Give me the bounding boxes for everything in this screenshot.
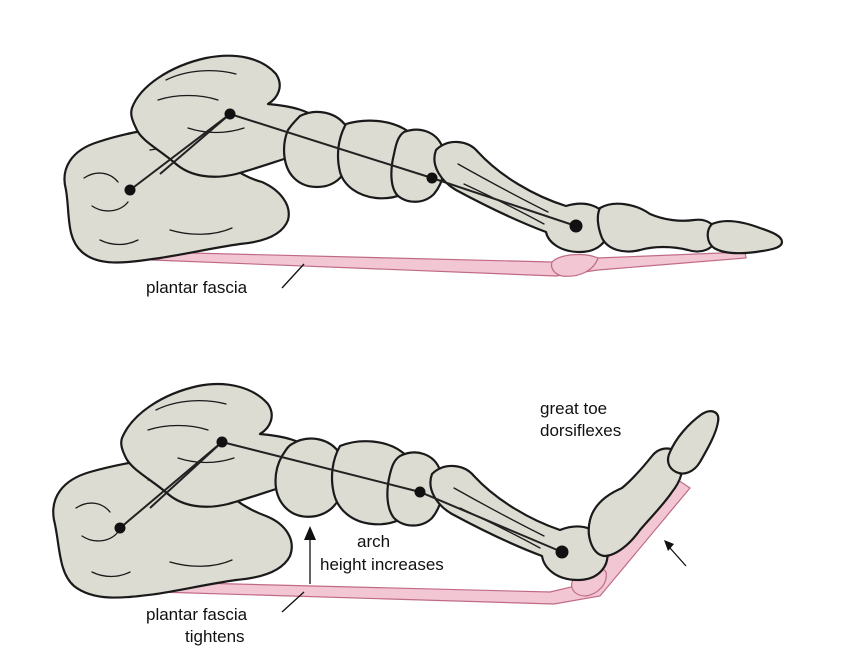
toe-tension-arrowhead	[664, 540, 674, 551]
talar-axis-line	[159, 113, 231, 175]
distal-phalanx-bone-2	[666, 410, 720, 475]
talar-axis-line-2	[149, 441, 223, 509]
fascia-tight-label-line2: tightens	[185, 627, 245, 646]
joint-marker-talus	[224, 108, 236, 120]
cuneiform-bone-2	[390, 128, 446, 203]
distal-phalanx-bone	[706, 219, 784, 255]
joint-marker-calcaneus-2	[114, 522, 126, 534]
cuneiform-bone-4	[386, 451, 444, 527]
joint-marker-calcaneus	[124, 184, 136, 196]
plantar-fascia-band	[149, 251, 747, 277]
metatarsal-detail	[457, 163, 549, 225]
fascia-tight-label-line1: plantar fascia	[146, 605, 248, 624]
foot-neutral-panel: plantar fascia	[63, 54, 784, 297]
fascia-leader-line	[281, 263, 305, 289]
fascia-leader-line-2	[281, 591, 305, 613]
first-metatarsal-bone	[433, 140, 610, 254]
arch-height-arrowhead	[304, 526, 316, 540]
proximal-phalanx-bone-2	[587, 447, 684, 558]
joint-marker-midfoot	[426, 172, 438, 184]
joint-marker-mtp-2	[555, 545, 569, 559]
arch-axis-line-2	[119, 440, 563, 553]
joint-marker-talus-2	[216, 436, 228, 448]
sesamoid-bone	[550, 253, 599, 277]
toe-tension-arrow	[669, 547, 687, 567]
talus-detail-2	[147, 400, 235, 464]
arch-label-line1: arch	[357, 532, 390, 551]
navicular-bone	[282, 110, 353, 189]
calcaneus-bone	[63, 123, 290, 264]
arch-label-line2: height increases	[320, 555, 444, 574]
foot-dorsiflexed-panel: great toe dorsiflexes arch height increa…	[52, 382, 720, 646]
fascia-label: plantar fascia	[146, 278, 248, 297]
proximal-phalanx-bone	[596, 202, 718, 253]
joint-marker-midfoot-2	[414, 486, 426, 498]
talus-detail	[157, 70, 245, 134]
joint-marker-mtp	[569, 219, 583, 233]
toe-label-line2: dorsiflexes	[540, 421, 621, 440]
plantar-fascia-band-tight	[155, 479, 691, 605]
toe-label-line1: great toe	[540, 399, 607, 418]
arch-axis-line	[129, 112, 577, 227]
